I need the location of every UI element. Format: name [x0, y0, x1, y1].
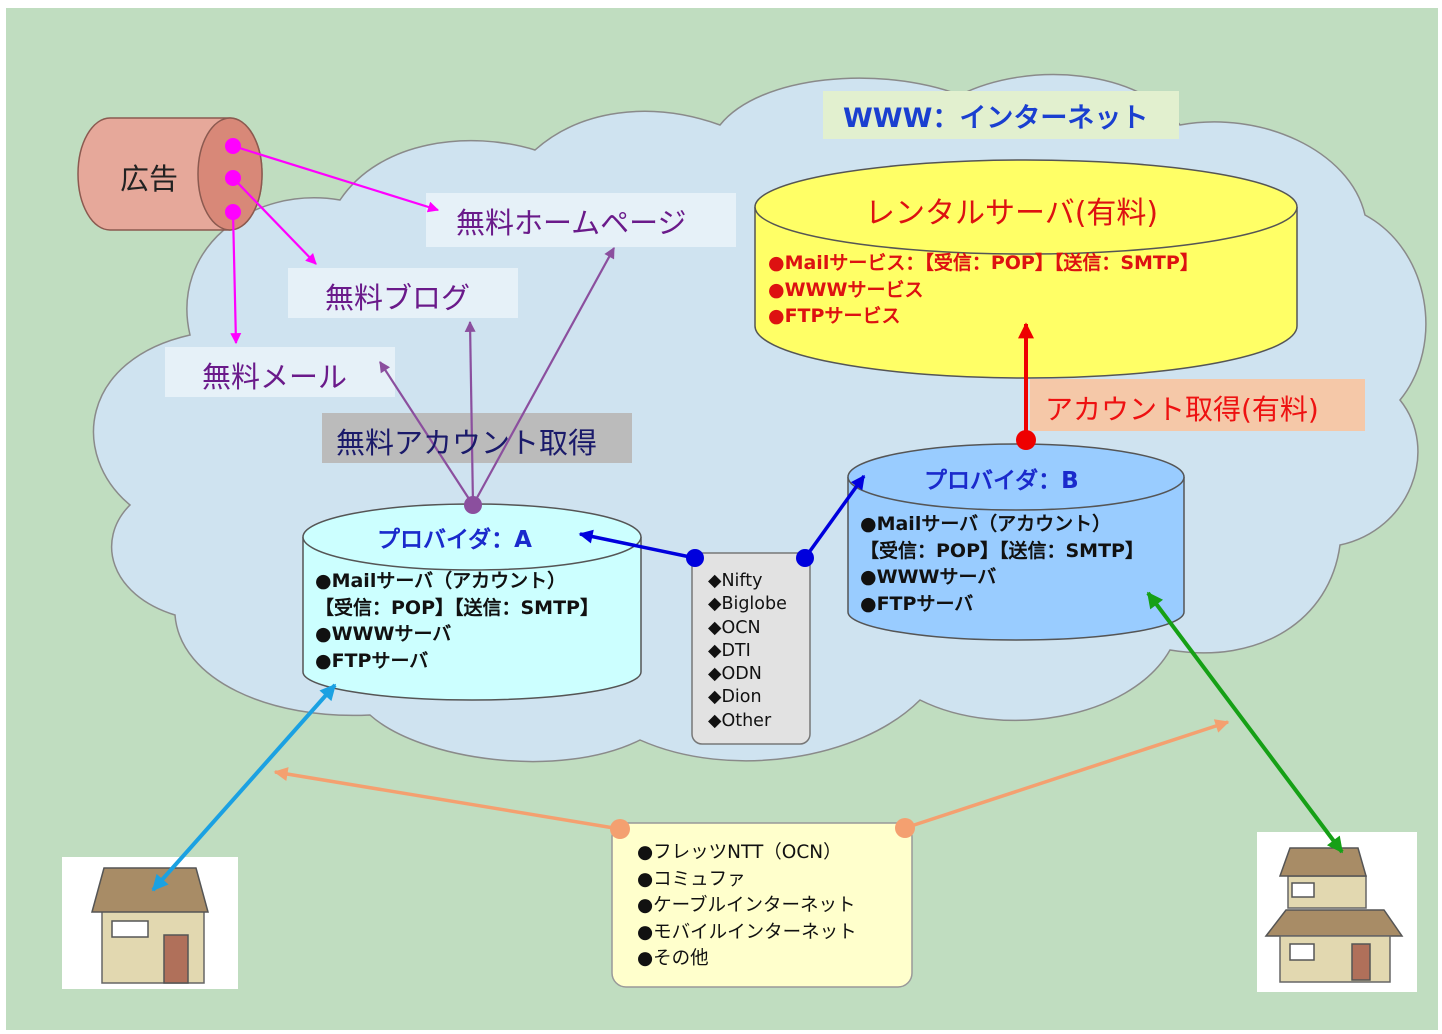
line-type-item: ●フレッツNTT（OCN） [637, 842, 842, 863]
mail-label-box [165, 347, 395, 397]
provider-b-title: プロバイダ：B [924, 468, 1079, 494]
ad-arrows [230, 144, 440, 345]
home-b-arrow [1146, 591, 1344, 854]
free-account-arrows [379, 247, 615, 506]
line-types-box [611, 822, 913, 988]
provider-a-line-protocols: 【受信：POP】【送信：SMTP】 [315, 596, 599, 619]
house-a-icon [62, 857, 238, 989]
isp-list-box [691, 552, 811, 745]
rental-line-ftp: ●FTPサービス [768, 305, 901, 327]
free-account-label-box [322, 413, 632, 463]
free-blog-label: 無料ブログ [325, 281, 471, 315]
provider-b-line-protocols: 【受信：POP】【送信：SMTP】 [860, 539, 1144, 562]
provider-b-line-ftp: ●FTPサーバ [860, 592, 974, 615]
rental-server-cylinder [754, 159, 1298, 379]
paid-account-label-box [1030, 379, 1365, 431]
rental-line-mail: ●Mailサービス：【受信：POP】【送信：SMTP】 [768, 252, 1199, 274]
line-type-item: ●ケーブルインターネット [637, 895, 856, 916]
paid-account-label: アカウント取得(有料) [1045, 393, 1319, 426]
ad-dots [225, 138, 241, 220]
line-type-item: ●モバイルインターネット [637, 921, 857, 943]
free-account-label: 無料アカウント取得 [336, 426, 598, 460]
rental-server-lines: ●Mailサービス：【受信：POP】【送信：SMTP】 ●WWWサービス ●FT… [768, 250, 1199, 330]
free-homepage-label: 無料ホームページ [456, 206, 687, 240]
line-type-item: ●その他 [637, 948, 709, 969]
isp-item: ◆Biglobe [708, 594, 787, 615]
line-types-list: ●フレッツNTT（OCN） ●コミュファ ●ケーブルインターネット ●モバイルイ… [637, 840, 857, 973]
provider-a-cylinder [302, 503, 642, 701]
rental-line-www: ●WWWサービス [768, 278, 924, 301]
isp-arrows [578, 474, 866, 560]
provider-b-cylinder [847, 443, 1185, 641]
provider-a-line-www: ●WWWサーバ [315, 623, 452, 645]
provider-b-lines: ●Mailサーバ（アカウント） 【受信：POP】【送信：SMTP】 ●WWWサー… [860, 511, 1144, 617]
isp-item: ◆Other [708, 710, 772, 731]
home-a-arrow [151, 683, 337, 892]
ad-label: 広告 [120, 162, 179, 196]
isp-item: ◆DTI [708, 640, 751, 661]
line-type-item: ●コミュファ [637, 868, 746, 890]
provider-b-line-mail: ●Mailサーバ（アカウント） [860, 513, 1112, 535]
provider-b-line-www: ●WWWサーバ [860, 566, 997, 588]
isp-dots [686, 549, 814, 567]
homepage-label-box [426, 193, 736, 247]
rental-server-title: レンタルサーバ(有料) [865, 196, 1159, 231]
free-mail-label: 無料メール [202, 360, 348, 394]
provider-b-dot [1016, 430, 1036, 450]
provider-a-title: プロバイダ：A [377, 527, 532, 553]
internet-label: WWW：インターネット [843, 103, 1149, 134]
isp-item: ◆Dion [708, 687, 762, 708]
isp-item: ◆OCN [708, 617, 761, 638]
provider-a-line-mail: ●Mailサーバ（アカウント） [315, 570, 567, 592]
provider-a-line-ftp: ●FTPサーバ [315, 649, 429, 672]
blog-label-box [288, 268, 518, 318]
house-b-icon [1257, 832, 1417, 992]
isp-item: ◆Nifty [708, 571, 763, 591]
provider-a-lines: ●Mailサーバ（アカウント） 【受信：POP】【送信：SMTP】 ●WWWサー… [315, 568, 599, 674]
internet-label-box [823, 91, 1179, 139]
provider-a-dot [464, 496, 482, 514]
isp-list: ◆Nifty ◆Biglobe ◆OCN ◆DTI ◆ODN ◆Dion ◆Ot… [708, 570, 787, 733]
isp-item: ◆ODN [708, 664, 762, 685]
line-type-dots [610, 818, 915, 839]
